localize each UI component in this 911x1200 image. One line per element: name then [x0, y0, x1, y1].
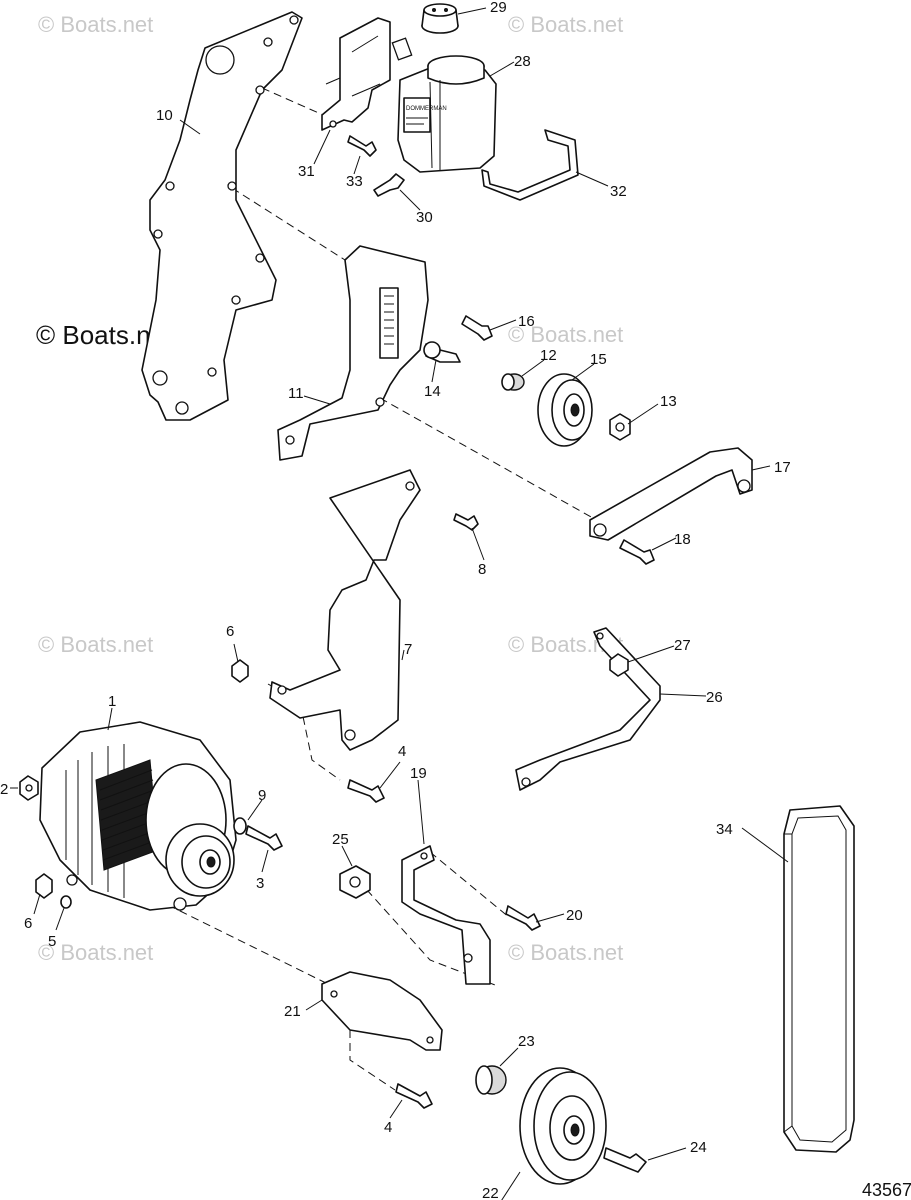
idler-pulley-22: [519, 1067, 607, 1185]
callout-6-lower: 6: [24, 915, 32, 932]
callout-15: 15: [590, 351, 607, 368]
callout-34: 34: [716, 821, 733, 838]
callout-4-upper: 4: [398, 743, 406, 760]
callout-3: 3: [256, 875, 264, 892]
callout-19: 19: [410, 765, 427, 782]
watermarks: © Boats.net © Boats.net © Boats.net © Bo…: [36, 12, 623, 965]
tension-arm-17: [589, 447, 753, 541]
callout-30: 30: [416, 209, 433, 226]
nut-27: [609, 653, 629, 677]
reservoir-cap-29: [421, 3, 459, 34]
bolt-4-lower: [395, 1083, 433, 1109]
leader-lines: [10, 7, 789, 1200]
callout-7: 7: [404, 641, 412, 658]
callout-24: 24: [690, 1139, 707, 1156]
coolant-reservoir-28: DOMMERMAN: [397, 55, 497, 173]
idler-bracket-11: [277, 245, 429, 461]
nut-6-upper: [231, 659, 249, 683]
callout-33: 33: [346, 173, 363, 190]
callout-27: 27: [674, 637, 691, 654]
gasket-plate-10: [141, 11, 303, 421]
callouts: 1 2 3 4 4 5 6 6 7 8 9 10 11 12 13 14 15 …: [0, 0, 791, 1200]
callout-18: 18: [674, 531, 691, 548]
callout-9: 9: [258, 787, 266, 804]
watermark-left: © Boats.net: [38, 632, 153, 657]
callout-26: 26: [706, 689, 723, 706]
spacer-23: [475, 1065, 507, 1095]
bracket-19: [401, 845, 491, 985]
callout-21: 21: [284, 1003, 301, 1020]
callout-2: 2: [0, 781, 8, 798]
fitting-30: [373, 173, 405, 197]
spacer-12: [501, 373, 525, 391]
callout-12: 12: [540, 347, 557, 364]
bolt-16: [461, 315, 493, 341]
callout-22: 22: [482, 1185, 499, 1200]
serpentine-belt-34: [783, 805, 855, 1153]
callout-4-lower: 4: [384, 1119, 392, 1136]
watermark-bottom-left: © Boats.net: [38, 940, 153, 965]
bolt-20: [505, 905, 541, 931]
alternator-bracket-7: [269, 469, 421, 751]
callout-5: 5: [48, 933, 56, 950]
nut-6-lower: [35, 873, 53, 899]
bolt-8: [453, 513, 479, 531]
watermark-top-right: © Boats.net: [508, 12, 623, 37]
callout-23: 23: [518, 1033, 535, 1050]
plate-21: [321, 971, 443, 1051]
reservoir-label: DOMMERMAN: [406, 106, 447, 112]
reservoir-bracket-31: [321, 17, 413, 131]
callout-28: 28: [514, 53, 531, 70]
callout-25: 25: [332, 831, 349, 848]
callout-20: 20: [566, 907, 583, 924]
bolt-4-upper: [347, 779, 385, 803]
callout-14: 14: [424, 383, 441, 400]
reservoir-strap-32: [481, 129, 579, 201]
callout-10: 10: [156, 107, 173, 124]
bolt-33: [347, 135, 377, 157]
figure-number: 43567: [862, 1180, 911, 1200]
callout-8: 8: [478, 561, 486, 578]
watermark-mid-right: © Boats.net: [508, 322, 623, 347]
nut-13: [609, 413, 631, 441]
bolt-24: [603, 1147, 647, 1173]
callout-11: 11: [288, 385, 304, 402]
callout-6-upper: 6: [226, 623, 234, 640]
callout-17: 17: [774, 459, 791, 476]
bolt-3: [245, 825, 283, 851]
alternator-1: [39, 721, 237, 911]
callout-29: 29: [490, 0, 507, 16]
callout-31: 31: [298, 163, 315, 180]
watermark-bottom-right: © Boats.net: [508, 940, 623, 965]
callout-16: 16: [518, 313, 535, 330]
nut-2: [19, 775, 39, 801]
callout-13: 13: [660, 393, 677, 410]
washer-9: [233, 817, 247, 835]
washer-5: [60, 895, 72, 909]
stud-14: [423, 341, 461, 363]
idler-pulley-15: [537, 373, 593, 447]
watermark-top-left: © Boats.net: [38, 12, 153, 37]
callout-32: 32: [610, 183, 627, 200]
bolt-18: [619, 539, 655, 565]
nut-25: [339, 865, 371, 899]
callout-1: 1: [108, 693, 116, 710]
